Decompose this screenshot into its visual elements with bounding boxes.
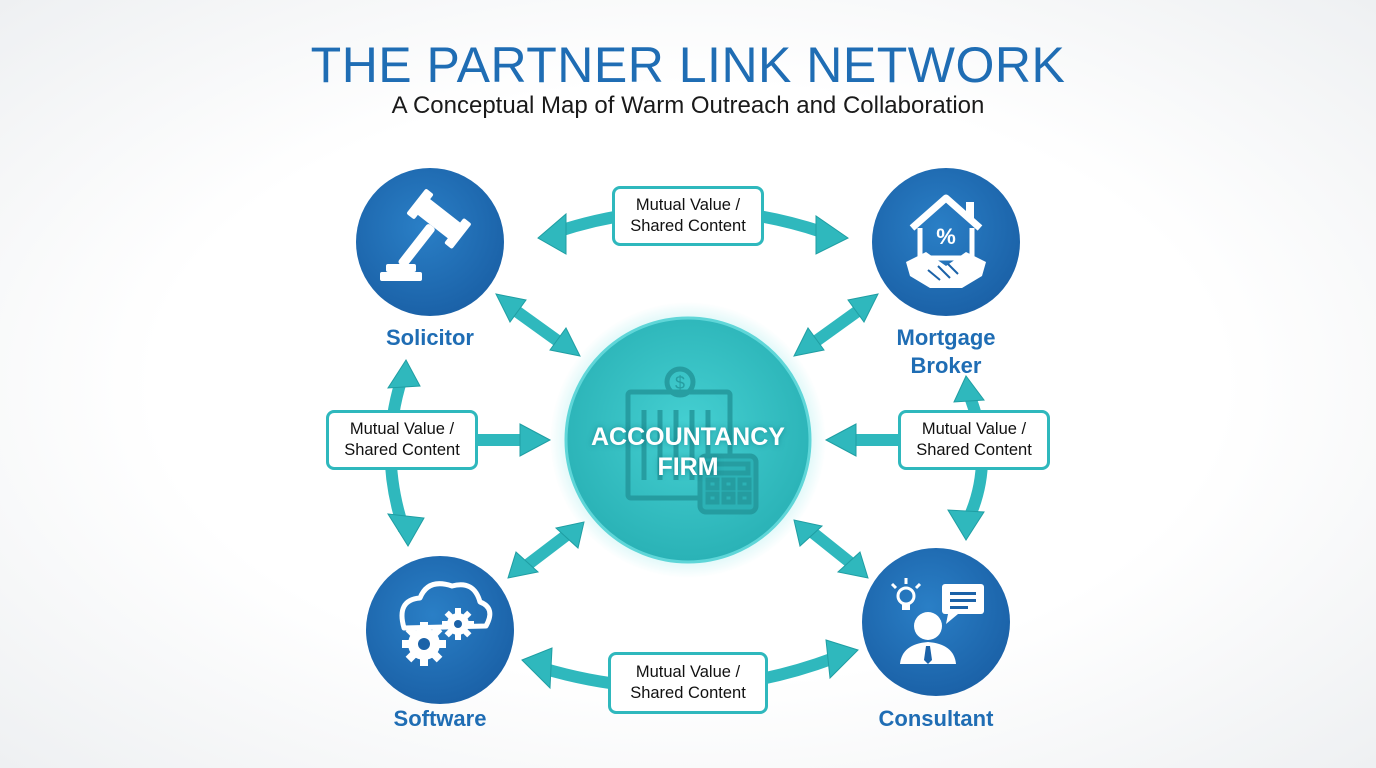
arrow-diag-software [522,529,572,571]
arrowhead [537,212,567,255]
center-label: ACCOUNTANCY FIRM [568,422,808,482]
edge-label-line2: Shared Content [630,684,746,702]
edge-label-line2: Shared Content [630,217,746,235]
svg-text:%: % [936,224,956,249]
solicitor-label: Solicitor [385,325,474,350]
arrowhead [793,327,825,357]
gavel-icon [380,189,471,281]
edge-label-line1: Mutual Value / [921,420,1027,438]
arrowhead [521,647,553,690]
arrowhead [387,359,421,389]
arrowhead [825,639,859,680]
edge-label-bottom: Mutual Value / Shared Content [608,652,768,714]
arrowhead [847,293,879,323]
solicitor-node [356,168,504,316]
arrowhead [519,423,552,457]
arrowhead [549,327,581,357]
arrow-diag-mortgage [808,303,866,349]
edge-label-line1: Mutual Value / [635,663,741,681]
center-label-line2: FIRM [657,453,719,481]
arrow-diag-consultant [808,527,856,569]
arrowhead [387,513,425,547]
software-label: Software [393,706,487,731]
arrowhead [793,519,824,547]
arrowhead [507,551,540,579]
edge-label-line1: Mutual Value / [349,420,455,438]
building-calculator-icon: $ [625,366,759,515]
edge-label-top: Mutual Value / Shared Content [612,186,764,246]
svg-text:$: $ [675,373,685,393]
arrowhead [824,423,857,457]
person-lightbulb-chat-icon [890,578,984,664]
arrowhead [947,509,985,541]
arrowhead [554,521,585,549]
mortgage-broker-node [872,168,1020,316]
edge-label-right: Mutual Value / Shared Content [898,410,1050,470]
mortgage-broker-label: Mortgage Broker [866,324,1026,380]
page-subtitle: A Conceptual Map of Warm Outreach and Co… [391,92,985,119]
arrow-diag-solicitor [508,303,566,349]
mortgage-broker-label-line2: Broker [910,353,982,378]
arrowhead [836,551,869,579]
arrowhead [495,293,527,323]
edge-label-line2: Shared Content [916,441,1032,459]
house-handshake-icon: % [906,194,986,288]
consultant-label: Consultant [878,706,994,731]
page-title: THE PARTNER LINK NETWORK [310,37,1066,93]
mortgage-broker-label-line1: Mortgage [896,325,996,350]
arrowhead [815,215,849,255]
center-label-line1: ACCOUNTANCY [591,423,785,451]
edge-label-line2: Shared Content [344,441,460,459]
arrowhead [953,375,985,403]
edge-label-line1: Mutual Value / [635,196,741,214]
arrow-heads [387,212,985,690]
edge-label-left: Mutual Value / Shared Content [326,410,478,470]
